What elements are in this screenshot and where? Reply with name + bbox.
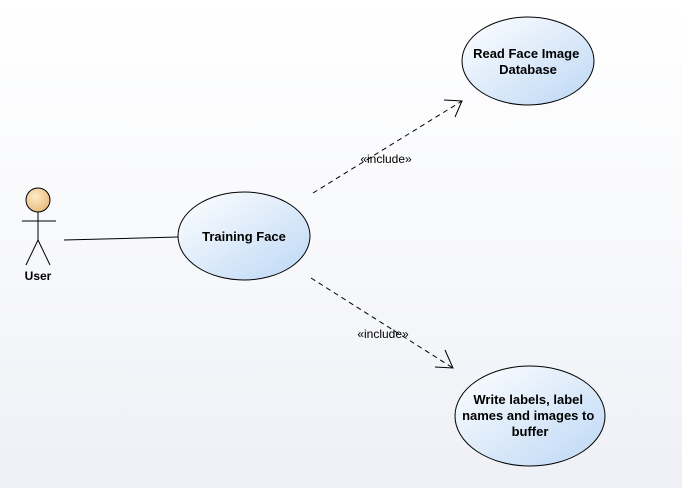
include-label: «include»: [357, 327, 409, 341]
include-arrowhead: [434, 349, 454, 369]
use-case-label-line: names and images to: [462, 408, 594, 423]
use-case-label-line: Database: [499, 62, 557, 77]
actor-user[interactable]: User: [22, 187, 56, 283]
include-arrowhead: [443, 99, 463, 118]
use-case-training-face[interactable]: Training Face: [177, 191, 311, 281]
use-case-ellipse: [177, 191, 311, 281]
actor-right-leg: [37, 239, 51, 266]
use-case-label-line: buffer: [512, 424, 549, 439]
use-case-label: Write labels, label names and images to …: [462, 392, 598, 439]
use-case-label: Read Face Image Database: [473, 46, 583, 77]
actor-left-leg: [25, 239, 39, 266]
include-label: «include»: [360, 152, 412, 166]
use-case-label-line: Write labels, label: [473, 392, 583, 407]
association-line: [63, 236, 179, 241]
actor-label: User: [25, 269, 52, 283]
include-dashed-line: [312, 100, 463, 194]
include-dashed-line: [310, 277, 454, 369]
use-case-label-line: Training Face: [202, 229, 286, 244]
include-relation-read[interactable]: «include»: [312, 99, 463, 194]
use-case-label-line: Read Face Image: [473, 46, 579, 61]
use-case-ellipse: [454, 365, 606, 467]
include-relation-write[interactable]: «include»: [310, 277, 454, 369]
use-case-label: Training Face: [202, 229, 286, 244]
actor-head: [25, 187, 51, 213]
use-case-ellipse: [461, 16, 595, 106]
use-case-write-labels-buffer[interactable]: Write labels, label names and images to …: [454, 365, 606, 467]
use-case-read-face-image-database[interactable]: Read Face Image Database: [461, 16, 595, 106]
